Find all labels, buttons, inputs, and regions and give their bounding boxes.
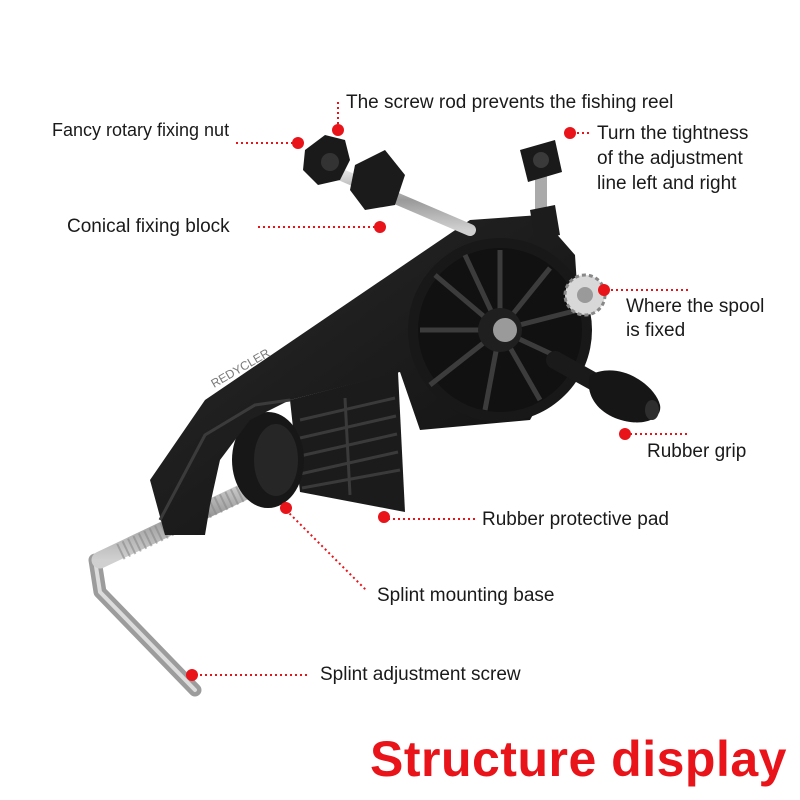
hex-key-handle (88, 553, 202, 697)
tightness-label-line2: of the adjustment (597, 148, 743, 169)
rotary-nut-label: Fancy rotary fixing nut (52, 120, 230, 140)
spool-label-line2: is fixed (626, 320, 686, 341)
splint-mounting-base-shape (232, 412, 304, 508)
rubber-grip-label: Rubber grip (647, 441, 747, 462)
rubber-grip-shape (546, 351, 661, 423)
conical-fixing-block (350, 150, 405, 210)
tightness-label-line3: line left and right (597, 173, 737, 194)
spool-label-line1: Where the spool (626, 296, 765, 317)
mounting-base-label: Splint mounting base (377, 585, 555, 606)
protective-pad-label: Rubber protective pad (482, 509, 669, 530)
rotary-fixing-nut (303, 135, 350, 185)
screw-rod-label: The screw rod prevents the fishing reel (346, 92, 674, 113)
tightness-label-line1: Turn the tightness (597, 123, 749, 144)
callout-connectors (186, 102, 690, 681)
adjustment-screw-label: Splint adjustment screw (320, 664, 521, 685)
page-title: Structure display (370, 731, 787, 787)
conical-block-label: Conical fixing block (67, 216, 230, 237)
rubber-pad-shape (290, 372, 405, 512)
spool-wheel (408, 238, 592, 422)
spool-gear (563, 273, 607, 317)
tightness-knob (520, 140, 562, 240)
